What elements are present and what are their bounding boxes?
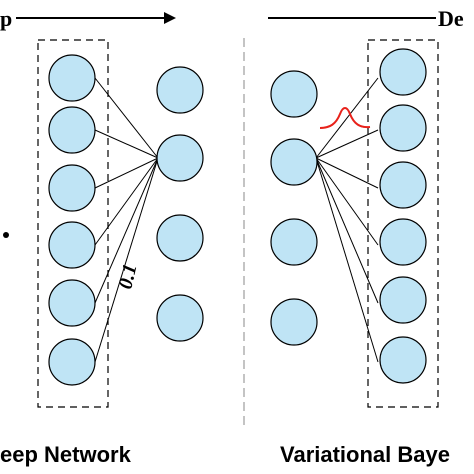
left-input-layer <box>48 54 96 386</box>
input-node <box>48 106 96 154</box>
edge <box>315 157 379 363</box>
edge <box>315 157 379 304</box>
distribution-curve-icon <box>319 107 371 129</box>
left-network-edges <box>94 77 159 363</box>
hidden-node <box>156 214 204 262</box>
hidden-node <box>270 218 318 266</box>
edge <box>315 129 379 159</box>
input-node <box>48 338 96 386</box>
hidden-node <box>270 298 318 346</box>
edge <box>94 157 159 363</box>
edge <box>94 157 159 189</box>
left-edge-dot-icon <box>3 232 9 238</box>
right-output-layer-box <box>367 39 439 408</box>
input-node <box>48 221 96 269</box>
edge <box>315 157 379 246</box>
right-caption: Variational Baye <box>280 442 450 467</box>
top-left-label: p <box>0 6 12 31</box>
left-caption: eep Network <box>0 442 132 467</box>
hidden-node <box>270 138 318 186</box>
output-node <box>379 161 427 209</box>
output-node <box>379 276 427 324</box>
right-network-edges <box>315 77 379 363</box>
hidden-node <box>156 66 204 114</box>
hidden-node <box>156 294 204 342</box>
left-hidden-layer <box>156 66 204 342</box>
right-output-layer <box>379 48 427 384</box>
hidden-node <box>156 134 204 182</box>
input-node <box>48 164 96 212</box>
output-node <box>379 104 427 152</box>
input-node <box>48 279 96 327</box>
edge <box>94 129 159 159</box>
top-right-label: De <box>438 6 464 31</box>
hidden-node <box>270 70 318 118</box>
output-node <box>379 336 427 384</box>
edge <box>94 157 159 304</box>
weight-label: 0.1 <box>114 262 141 291</box>
left-input-layer-box <box>37 39 109 408</box>
edge <box>315 77 379 159</box>
output-node <box>379 218 427 266</box>
input-node <box>48 54 96 102</box>
output-node <box>379 48 427 96</box>
right-hidden-layer <box>270 70 318 346</box>
edge <box>315 157 379 189</box>
edge <box>94 157 159 246</box>
edge <box>94 77 159 159</box>
